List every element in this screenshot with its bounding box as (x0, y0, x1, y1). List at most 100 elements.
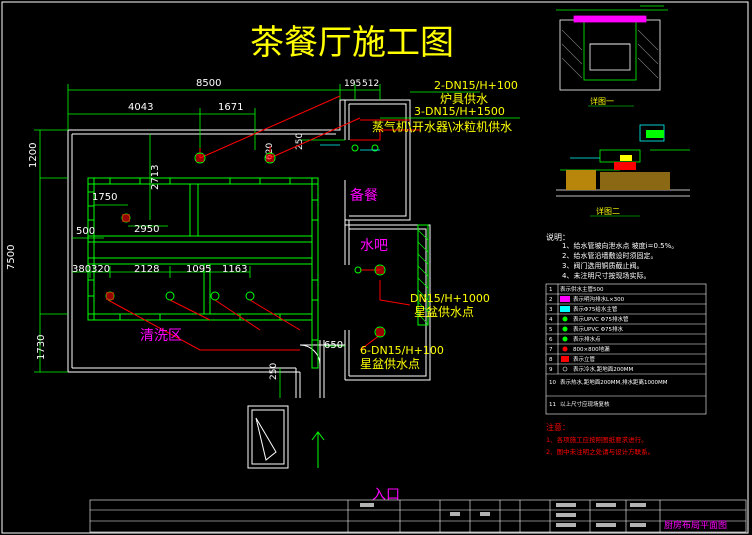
pipe3-spec: DN15/H+1000 (410, 292, 490, 305)
note-item: 1、给水管坡向泄水点 坡度i=0.5%。 (562, 241, 678, 250)
pipe1-spec: 2-DN15/H+100 (434, 79, 518, 92)
dim-1095: 1095 (186, 264, 211, 275)
detail-top-label: 详图一 (590, 96, 614, 106)
legend-text: 表示Φ75给水主管 (573, 305, 618, 313)
room-bar: 水吧 (360, 238, 388, 254)
cyan-lines (320, 144, 380, 151)
pipe4-spec: 6-DN15/H+100 (360, 344, 444, 357)
dim-1163: 1163 (222, 264, 247, 275)
notes-block: 说明： 1、给水管坡向泄水点 坡度i=0.5%。 2、给水管沿墙敷设时须固定。 … (546, 232, 678, 280)
legend-text: 以上尺寸应现场复核 (560, 400, 610, 408)
valve-icon (165, 291, 175, 301)
title-block (89, 499, 747, 533)
pipe-annotations: 2-DN15/H+100 炉具供水 3-DN15/H+1500 蒸气机\开水器\… (360, 79, 520, 371)
legend-num: 9 (549, 367, 553, 373)
pipe4-name: 星盆供水点 (360, 357, 420, 371)
valve-markers (106, 154, 384, 336)
pipe2-name: 蒸气机\开水器\冰粒机供水 (372, 119, 512, 134)
pipe1-name: 炉具供水 (440, 92, 488, 106)
dim-500: 500 (76, 226, 95, 237)
water-pipes (107, 95, 420, 351)
valve-icon (264, 152, 276, 164)
note-item: 4、未注明尺寸按现场实际。 (562, 271, 650, 280)
valve-icon (371, 144, 379, 152)
title-block-cells (360, 503, 646, 527)
valve-icon (374, 326, 386, 338)
legend-num: 7 (549, 347, 553, 353)
detail-top-hatch (561, 29, 659, 79)
dim-320: 320 (91, 264, 110, 275)
detail-mid-label: 详图二 (596, 206, 620, 216)
drawing-title: 茶餐厅施工图 (250, 23, 454, 63)
bar-counter-hatch (417, 229, 429, 325)
dim-250b: 250 (269, 363, 279, 380)
dim-4043: 4043 (128, 102, 153, 113)
legend-num: 4 (549, 317, 553, 323)
legend-num: 11 (549, 402, 556, 408)
dim-7500: 7500 (6, 245, 17, 270)
dimension-texts: 8500 4043 1671 195 512 250 620 1200 2713… (6, 78, 379, 380)
dim-1730: 1730 (36, 335, 47, 360)
dim-650: 650 (324, 340, 343, 351)
legend-text: 800×800地漏 (573, 345, 610, 353)
note-item: 2、给水管沿墙敷设时须固定。 (562, 251, 657, 260)
valve-icon (374, 264, 386, 276)
dim-2713: 2713 (150, 165, 161, 190)
valve-icon (210, 291, 220, 301)
counters (87, 177, 429, 369)
valve-icon (194, 152, 206, 164)
valve-icon (245, 291, 255, 301)
walls (67, 99, 431, 398)
dim-2950: 2950 (134, 224, 159, 235)
valve-icon (351, 144, 359, 152)
legend-num: 10 (549, 380, 556, 386)
dim-380: 380 (72, 264, 91, 275)
pipe2-spec: 3-DN15/H+1500 (414, 105, 505, 118)
dim-1671: 1671 (218, 102, 243, 113)
legend-text: 表示供水主管500 (560, 285, 604, 293)
legend-swatches (560, 296, 570, 372)
legend-text: 表示立管 (573, 355, 596, 363)
room-labels: 备餐 水吧 清洗区 入口 (140, 187, 400, 503)
room-prep: 备餐 (350, 187, 378, 204)
small-cabinet (247, 405, 289, 469)
entrance-arrow-icon (311, 431, 325, 468)
dim-195: 195 (344, 79, 361, 89)
notes-heading: 说明： (546, 232, 570, 242)
dim-1750: 1750 (92, 192, 117, 203)
dim-512: 512 (362, 79, 379, 89)
legend-num: 3 (549, 307, 553, 313)
pipe3-name: 星盆供水点 (414, 305, 474, 319)
legend-num: 5 (549, 327, 553, 333)
detail-top (556, 5, 668, 91)
dim-8500: 8500 (196, 78, 221, 89)
legend-num: 6 (549, 337, 553, 343)
note-item: 3、阀门选用铜质截止阀。 (562, 261, 643, 270)
valves (105, 144, 386, 338)
legend-num: 2 (549, 297, 553, 303)
remark-item: 2、图中未注明之处请与设计方联系。 (546, 447, 654, 456)
legend-num: 8 (549, 357, 553, 363)
room-wash: 清洗区 (140, 328, 182, 344)
dim-2128: 2128 (134, 264, 159, 275)
legend-text: 表示UPVC Φ75排水管 (573, 315, 629, 323)
remarks-heading: 注意： (546, 422, 570, 432)
dim-1200: 1200 (28, 143, 39, 168)
legend-text: 表示明沟排水L×300 (573, 295, 625, 303)
dimension-lines (34, 84, 381, 398)
drawing-name: 厨房布局平面图 (664, 519, 727, 531)
legend-table (545, 283, 707, 415)
entrance-label: 入口 (372, 487, 400, 503)
legend-text: 表示热水,距地面200MM,排水距离1000MM (560, 378, 668, 386)
remarks-block: 注意： 1、各项施工应按照图纸要求进行。 2、图中未注明之处请与设计方联系。 (546, 422, 654, 456)
legend-text: 表示冷水,距地面200MM (573, 365, 633, 373)
detail-mid-fill (566, 130, 670, 190)
valve-icon (354, 266, 362, 274)
legend-text: 表示排水点 (573, 335, 601, 343)
legend-texts: 1 表示供水主管500 2 表示明沟排水L×300 3 表示Φ75给水主管 4 … (549, 285, 668, 408)
remark-item: 1、各项施工应按照图纸要求进行。 (546, 435, 648, 444)
dim-250a: 250 (295, 133, 305, 150)
legend-num: 1 (549, 287, 553, 293)
